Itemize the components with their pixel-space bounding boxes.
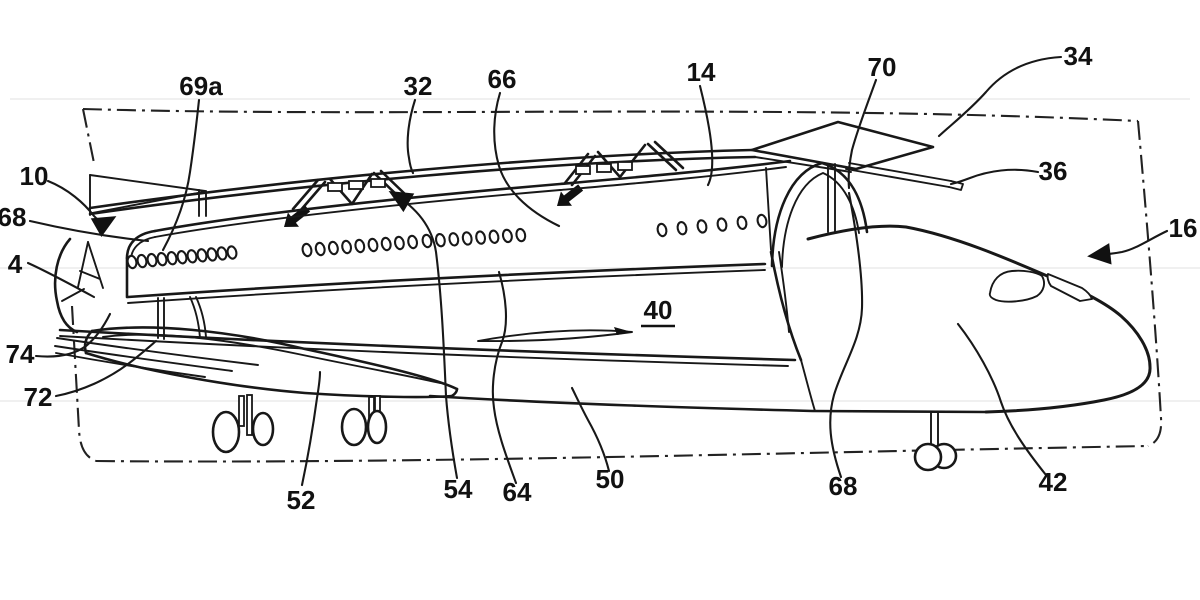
leader-line-72 bbox=[54, 339, 158, 398]
cabin-window bbox=[327, 240, 339, 256]
cabin-window bbox=[756, 213, 768, 229]
ref-label-68-left: 68 bbox=[0, 202, 26, 232]
cabin-window bbox=[136, 253, 148, 269]
cabin-window bbox=[393, 235, 405, 251]
tail-fin-mark bbox=[61, 241, 104, 302]
cabin-window bbox=[196, 248, 208, 263]
cabin-window bbox=[226, 245, 238, 260]
leader-line-68-left bbox=[28, 219, 150, 243]
ref-label-16: 16 bbox=[1169, 213, 1198, 243]
cabin-window bbox=[380, 236, 392, 252]
cabin-window bbox=[314, 241, 326, 257]
ref-label-69a: 69a bbox=[179, 71, 223, 101]
reference-labels: 10 68 4 74 72 69a 32 66 14 70 34 36 16 40 52 54 64 50 68 42 bbox=[0, 41, 1197, 515]
cabin-window bbox=[676, 221, 688, 236]
leader-line-66 bbox=[493, 91, 561, 228]
ref-label-36: 36 bbox=[1039, 156, 1068, 186]
ref-label-64: 64 bbox=[503, 477, 532, 507]
cabin-window bbox=[501, 228, 513, 244]
ref-label-52: 52 bbox=[287, 485, 316, 515]
leader-line-10 bbox=[46, 179, 117, 237]
cabin-window bbox=[475, 230, 487, 245]
ref-label-4: 4 bbox=[8, 249, 23, 279]
ref-label-66: 66 bbox=[488, 64, 517, 94]
cabin-window bbox=[206, 247, 218, 262]
cabin-window bbox=[367, 237, 379, 253]
ref-label-72: 72 bbox=[24, 382, 53, 412]
cabin-window bbox=[156, 251, 168, 267]
cabin-window bbox=[448, 232, 460, 247]
cabin-window bbox=[176, 250, 188, 265]
leader-line-52 bbox=[300, 370, 322, 487]
cabin-windows bbox=[126, 213, 768, 270]
phantom-outline bbox=[70, 107, 1163, 463]
ref-label-34: 34 bbox=[1064, 41, 1093, 71]
cabin-window bbox=[716, 217, 728, 232]
ref-label-74: 74 bbox=[6, 339, 35, 369]
ref-label-42: 42 bbox=[1039, 467, 1068, 497]
main-landing-gear bbox=[211, 394, 388, 454]
cabin-window bbox=[461, 231, 473, 246]
leader-lines bbox=[26, 55, 1169, 487]
bogie-front bbox=[340, 395, 388, 447]
cabin-window bbox=[354, 238, 366, 254]
cabin-window bbox=[126, 254, 138, 270]
cabin-window bbox=[434, 232, 446, 248]
ref-label-68-right: 68 bbox=[829, 471, 858, 501]
ref-label-10: 10 bbox=[20, 161, 49, 191]
rear-end-cap bbox=[53, 237, 79, 334]
ref-label-40: 40 bbox=[644, 295, 673, 325]
motion-arrow-front bbox=[557, 184, 584, 206]
nose-outline bbox=[806, 224, 1152, 414]
ref-label-50: 50 bbox=[596, 464, 625, 494]
cabin-window bbox=[696, 219, 708, 234]
ref-label-32: 32 bbox=[404, 71, 433, 101]
leader-line-36 bbox=[949, 168, 1040, 186]
cabin-window bbox=[146, 252, 158, 268]
leader-line-14 bbox=[698, 84, 714, 187]
leader-line-42 bbox=[956, 322, 1048, 477]
wing-fairing bbox=[83, 326, 633, 399]
leader-line-69a bbox=[161, 98, 201, 252]
cabin-window bbox=[488, 229, 500, 244]
leader-line-32 bbox=[406, 98, 417, 175]
cockpit-windows bbox=[988, 269, 1093, 303]
cabin-window bbox=[341, 239, 353, 255]
cabin-window bbox=[166, 251, 178, 266]
leader-line-64 bbox=[491, 270, 518, 485]
leader-line-16 bbox=[1087, 229, 1169, 265]
cabin-window bbox=[421, 233, 433, 249]
cabin-window bbox=[515, 227, 527, 243]
leader-line-70 bbox=[847, 78, 878, 190]
bogie-rear bbox=[211, 394, 275, 454]
cabin-window bbox=[186, 249, 198, 264]
support-post-70 bbox=[827, 163, 836, 233]
leader-line-68-right bbox=[829, 191, 864, 479]
wing-profile bbox=[477, 329, 633, 343]
cabin-window bbox=[736, 215, 748, 230]
cabin-window bbox=[301, 242, 313, 258]
ref-label-54: 54 bbox=[444, 474, 473, 504]
ref-label-70: 70 bbox=[868, 52, 897, 82]
strut-cluster-front bbox=[563, 140, 685, 187]
leader-line-74 bbox=[34, 312, 112, 358]
cabin-window bbox=[407, 234, 419, 250]
ref-label-14: 14 bbox=[687, 57, 716, 87]
leader-line-54 bbox=[388, 191, 459, 480]
nose-landing-gear bbox=[913, 411, 958, 472]
cabin-window bbox=[656, 222, 668, 238]
cabin-window bbox=[216, 246, 228, 261]
leader-line-4 bbox=[26, 261, 96, 299]
leader-line-50 bbox=[570, 386, 611, 473]
leader-line-34 bbox=[937, 55, 1063, 138]
nose-section bbox=[428, 161, 1152, 472]
